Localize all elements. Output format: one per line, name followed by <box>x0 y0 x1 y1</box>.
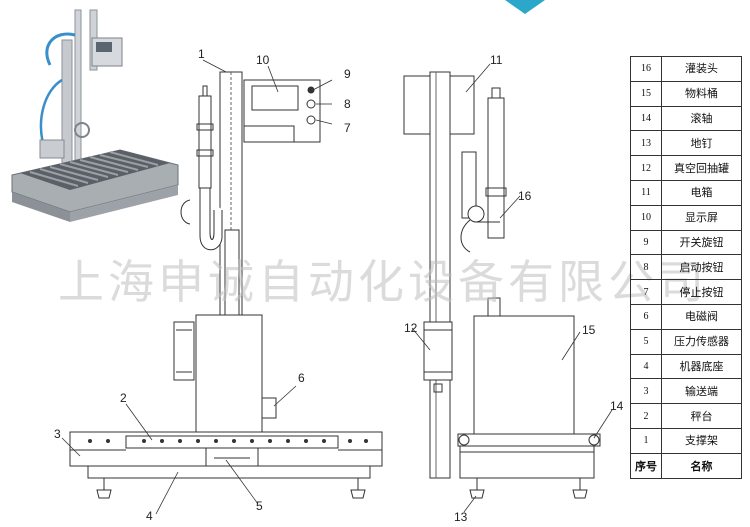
callout-3: 3 <box>54 427 61 441</box>
machine-photo <box>11 9 179 222</box>
front-callouts: 1 10 9 8 7 6 2 3 4 5 <box>54 47 351 523</box>
callout-9: 9 <box>344 67 351 81</box>
side-callouts: 11 16 12 15 14 13 <box>404 53 624 524</box>
company-watermark: 上海申诚自动化设备有限公司 <box>58 255 708 309</box>
legend-part-name: 电箱 <box>661 179 742 206</box>
callout-13: 13 <box>454 510 468 524</box>
legend-number: 11 <box>630 179 662 206</box>
legend-number: 14 <box>630 105 662 132</box>
callout-10: 10 <box>256 53 270 67</box>
legend-part-name: 真空回抽罐 <box>661 155 742 181</box>
legend-part-name: 启动按钮 <box>661 254 742 281</box>
front-leaders <box>61 59 333 515</box>
callout-8: 8 <box>344 97 351 111</box>
legend-number: 5 <box>630 328 662 355</box>
legend-part-name: 停止按钮 <box>661 279 742 305</box>
legend-number: 6 <box>630 303 662 330</box>
legend-number: 15 <box>630 80 662 107</box>
legend-number: 3 <box>630 378 662 405</box>
callout-15: 15 <box>582 323 596 337</box>
legend-number: 8 <box>630 254 662 281</box>
legend-part-name: 开关旋钮 <box>661 229 742 256</box>
legend-number: 2 <box>630 403 662 429</box>
callout-4: 4 <box>146 509 153 523</box>
callout-7: 7 <box>344 121 351 135</box>
legend-part-name: 物料桶 <box>661 80 742 107</box>
legend-number: 16 <box>630 56 662 82</box>
legend-part-name: 滚轴 <box>661 105 742 132</box>
legend-part-name: 灌装头 <box>661 56 742 82</box>
legend-part-name: 显示屏 <box>661 204 742 231</box>
legend-header-name: 名称 <box>661 452 742 479</box>
legend-part-name: 支撑架 <box>661 427 742 454</box>
legend-number: 12 <box>630 155 662 181</box>
callout-2: 2 <box>120 391 127 405</box>
callout-12: 12 <box>404 321 418 335</box>
callout-14: 14 <box>610 399 624 413</box>
side-view <box>403 71 601 499</box>
legend-number: 1 <box>630 427 662 454</box>
callout-1: 1 <box>198 47 205 61</box>
callout-5: 5 <box>256 499 263 513</box>
legend-part-name: 机器底座 <box>661 353 742 380</box>
legend-number: 10 <box>630 204 662 231</box>
callout-16: 16 <box>518 189 532 203</box>
callout-11: 11 <box>490 53 503 67</box>
front-view <box>69 71 383 499</box>
legend-part-name: 秤台 <box>661 403 742 429</box>
legend-number: 4 <box>630 353 662 380</box>
legend-part-name: 地钉 <box>661 130 742 157</box>
legend-part-name: 输送端 <box>661 378 742 405</box>
legend-part-name: 压力传感器 <box>661 328 742 355</box>
legend-header-number: 序号 <box>630 452 662 479</box>
legend-number: 7 <box>630 279 662 305</box>
legend-header-row: 序号名称 <box>630 452 742 479</box>
legend-part-name: 电磁阀 <box>661 303 742 330</box>
legend-number: 9 <box>630 229 662 256</box>
top-chevron-icon <box>505 0 545 14</box>
callout-6: 6 <box>298 371 305 385</box>
side-leaders <box>411 63 613 513</box>
legend-number: 13 <box>630 130 662 157</box>
